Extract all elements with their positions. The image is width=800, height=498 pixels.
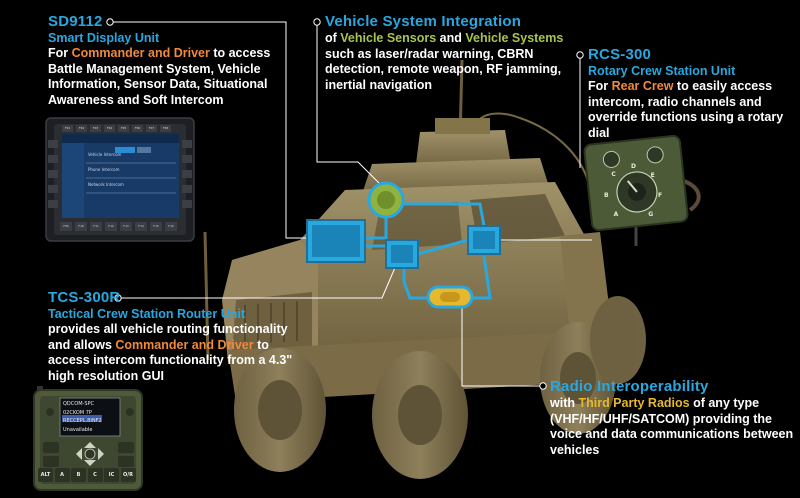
sd9112-bottom-key-labels: F09 F10 F11 F12 F13 F14 F15 F16 bbox=[60, 222, 180, 231]
sd9112-bottom-key: F10 bbox=[78, 224, 84, 228]
tcs300r-screen-line: RECCEPL.8INF2 bbox=[63, 418, 102, 424]
sd9112-menu-item: Network Intercom bbox=[88, 182, 124, 187]
sd9112-menu-item: Vehicle Intercom bbox=[88, 152, 122, 157]
sd9112-menu-lines bbox=[86, 162, 176, 194]
sd9112-device bbox=[45, 117, 195, 242]
sd9112-bottom-keys bbox=[60, 222, 177, 231]
radio-title: Radio Interoperability bbox=[550, 378, 709, 395]
vsi-description: of Vehicle Sensors and Vehicle Systems s… bbox=[325, 31, 564, 92]
tcs300r-key: A bbox=[54, 468, 70, 482]
sd9112-top-key: F08 bbox=[162, 126, 169, 130]
callout-radio-interoperability: Radio Interoperability with Third Party … bbox=[550, 378, 795, 458]
radio-description: with Third Party Radios of any type (VHF… bbox=[550, 396, 794, 457]
tcs300r-screen-line: 02CKOM 7P bbox=[63, 409, 92, 416]
callout-tcs300r: TCS-300R Tactical Crew Station Router Un… bbox=[48, 289, 298, 384]
tcs300r-dpad bbox=[76, 442, 104, 466]
sd9112-top-key: F02 bbox=[78, 126, 85, 130]
radio-highlight: Third Party Radios bbox=[578, 396, 690, 410]
tcs300r-device bbox=[33, 386, 143, 491]
callout-sd9112: SD9112 Smart Display Unit For Commander … bbox=[48, 13, 288, 108]
network-links bbox=[362, 202, 492, 300]
network-nodes bbox=[306, 181, 501, 309]
sd9112-bottom-key: F13 bbox=[123, 224, 129, 228]
tcs300r-screen-line: QDCOM-SPC bbox=[63, 401, 95, 407]
callout-vehicle-system-integration: Vehicle System Integration of Vehicle Se… bbox=[325, 13, 565, 93]
rcs300-subtitle: Rotary Crew Station Unit bbox=[588, 64, 736, 78]
rcs300-description: For Rear Crew to easily access intercom,… bbox=[588, 79, 784, 140]
sd9112-top-key: F06 bbox=[134, 126, 141, 130]
tcs300r-description: provides all vehicle routing functionali… bbox=[48, 322, 293, 383]
rcs300-device bbox=[583, 134, 701, 246]
sd9112-bottom-key: F12 bbox=[108, 224, 114, 228]
sd9112-bottom-key: F09 bbox=[63, 224, 69, 228]
tcs300r-subtitle: Tactical Crew Station Router Unit bbox=[48, 307, 246, 321]
rcs300-highlight: Rear Crew bbox=[611, 79, 674, 93]
sd9112-bottom-key: F11 bbox=[93, 224, 99, 228]
sd9112-bottom-key: F15 bbox=[153, 224, 159, 228]
sd9112-top-key-labels: F01 F02 F03 F04 F05 F06 F07 F08 bbox=[62, 125, 174, 132]
sd9112-top-key: F07 bbox=[148, 126, 155, 130]
tcs300r-highlight: Commander and Driver bbox=[115, 337, 254, 352]
vsi-highlight-systems: Vehicle Systems bbox=[465, 31, 564, 45]
sd9112-code: SD9112 bbox=[48, 13, 103, 30]
tcs300r-screen-line: Unavailable bbox=[63, 426, 93, 433]
callout-lines bbox=[106, 18, 592, 390]
vsi-highlight-sensors: Vehicle Sensors bbox=[340, 31, 437, 45]
tcs300r-key: C bbox=[87, 468, 103, 482]
sd9112-subtitle: Smart Display Unit bbox=[48, 31, 160, 45]
sd9112-side-buttons bbox=[48, 140, 192, 208]
callout-rcs300: RCS-300 Rotary Crew Station Unit For Rea… bbox=[588, 46, 793, 141]
tcs300r-key: ALT bbox=[38, 468, 53, 482]
sd9112-highlight: Commander and Driver bbox=[71, 46, 210, 60]
sd9112-top-key: F01 bbox=[64, 126, 71, 130]
tcs300r-key: O/R bbox=[120, 468, 136, 482]
sd9112-top-key: F04 bbox=[106, 126, 113, 130]
sd9112-bottom-key: F14 bbox=[138, 224, 144, 228]
tcs300r-key: IC bbox=[104, 468, 119, 482]
vsi-title: Vehicle System Integration bbox=[325, 13, 522, 30]
sd9112-top-key: F03 bbox=[92, 126, 99, 130]
sd9112-top-keys bbox=[62, 125, 171, 132]
sd9112-description: For Commander and Driver to access Battl… bbox=[48, 46, 271, 107]
tcs300r-code: TCS-300R bbox=[48, 289, 121, 306]
sd9112-bottom-key: F16 bbox=[168, 224, 174, 228]
tcs300r-key: B bbox=[71, 468, 86, 482]
sd9112-top-key: F05 bbox=[120, 126, 127, 130]
rcs300-code: RCS-300 bbox=[588, 46, 652, 63]
sd9112-menu-item: Phone Intercom bbox=[88, 167, 120, 172]
